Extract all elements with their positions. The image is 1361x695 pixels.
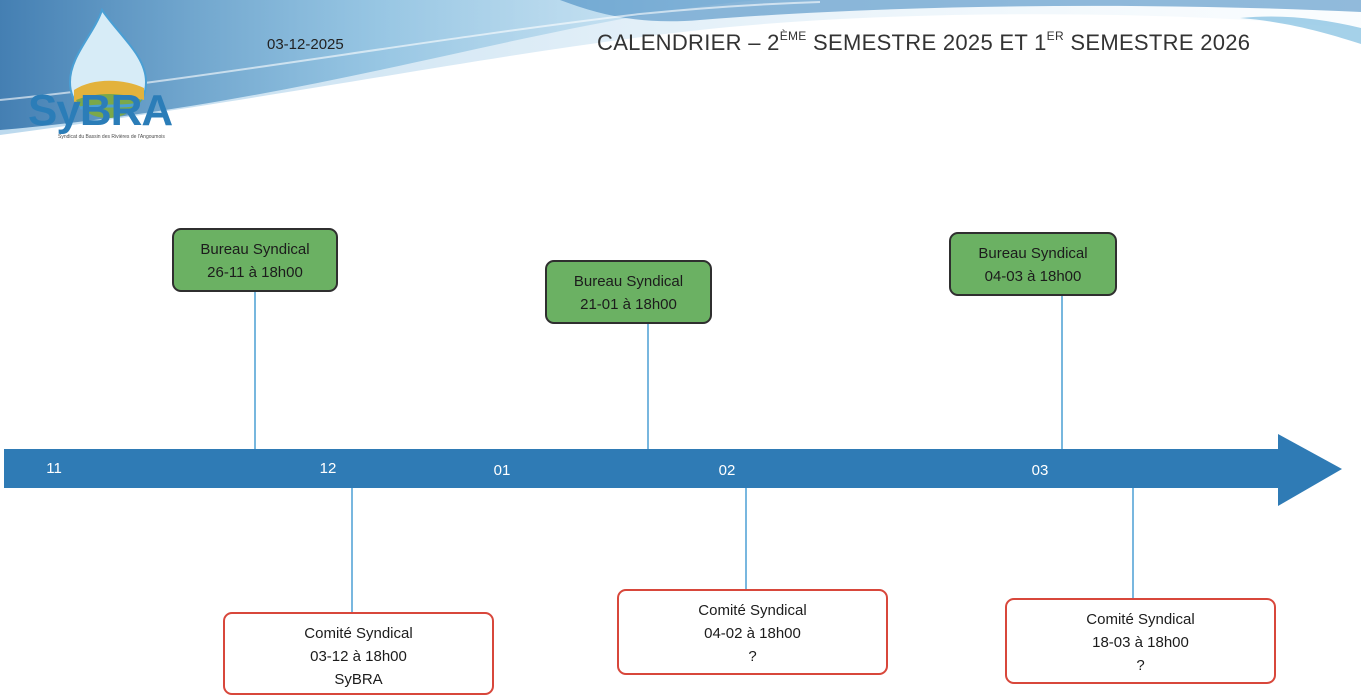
event-location: ? [748,648,757,665]
comite-syndical-event-3: Comité Syndical 18-03 à 18h00 ? [1005,598,1276,684]
bureau-syndical-event-2: Bureau Syndical 21-01 à 18h00 [545,260,712,324]
logo-subtitle: Syndicat du Bassin des Rivières de l'Ang… [58,134,165,140]
event-title: Bureau Syndical [573,273,684,290]
timeline-arrow-head [1278,434,1342,506]
month-label-03: 03 [1031,462,1049,479]
logo-wordmark: SyBRA [28,86,173,135]
event-date: 03-12 à 18h00 [310,648,407,665]
sybra-logo-drop-icon [68,7,148,118]
event-location: SyBRA [334,671,383,688]
month-label-11: 11 [46,460,62,477]
event-location: ? [1136,657,1145,674]
timeline-arrow-body [4,449,1284,488]
event-date: 21-01 à 18h00 [580,296,677,313]
comite-syndical-event-2: Comité Syndical 04-02 à 18h00 ? [617,589,888,675]
document-date: 03-12-2025 [267,36,344,53]
bureau-syndical-event-3: Bureau Syndical 04-03 à 18h00 [949,232,1117,296]
bureau-syndical-event-1: Bureau Syndical 26-11 à 18h00 [172,228,338,292]
event-title: Comité Syndical [1086,611,1195,628]
page-title: CALENDRIER – 2ÈME SEMESTRE 2025 ET 1ER S… [597,28,1251,55]
event-title: Bureau Syndical [200,241,310,258]
event-title: Bureau Syndical [978,245,1088,262]
event-date: 04-03 à 18h00 [984,268,1082,285]
header-wave-banner [0,0,1361,135]
event-date: 04-02 à 18h00 [704,625,801,642]
event-date: 26-11 à 18h00 [207,264,303,281]
month-label-01: 01 [493,462,511,479]
comite-syndical-event-1: Comité Syndical 03-12 à 18h00 SyBRA [223,612,494,695]
event-title: Comité Syndical [304,625,413,642]
event-title: Comité Syndical [698,602,807,619]
month-label-12: 12 [319,460,337,477]
month-label-02: 02 [718,462,736,479]
event-date: 18-03 à 18h00 [1092,634,1189,651]
